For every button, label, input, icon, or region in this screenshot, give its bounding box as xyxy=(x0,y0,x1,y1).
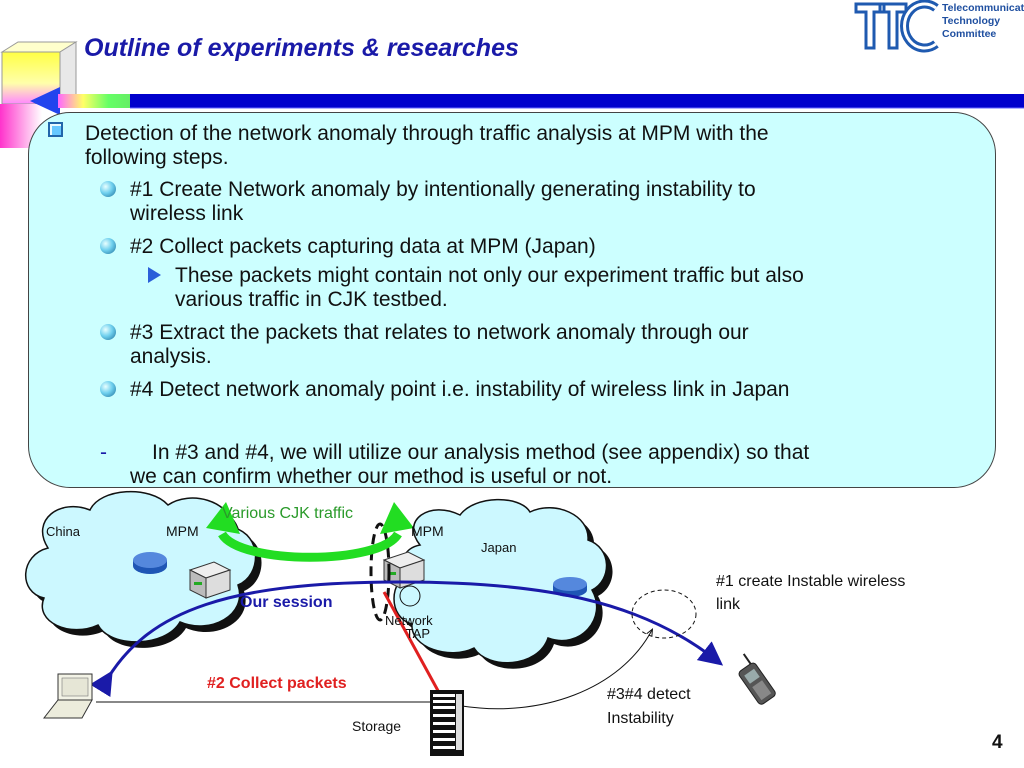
various-traffic-label: Various CJK traffic xyxy=(222,505,354,522)
triangle-bullet-icon xyxy=(148,267,161,283)
step-1-line: #1 Create Network anomaly by intentional… xyxy=(130,178,756,201)
ttc-logo xyxy=(852,0,940,53)
content-box xyxy=(28,112,996,488)
step-1: #1 Create Network anomaly by intentional… xyxy=(130,178,756,226)
storage-label: Storage xyxy=(352,718,402,734)
sub-point-line: These packets might contain not only our… xyxy=(175,264,804,287)
instable-link-label: #1 create Instable wireless link xyxy=(716,570,905,616)
logo-line: Telecommunication xyxy=(942,2,1024,14)
main-point-line: following steps. xyxy=(85,146,229,169)
ball-bullet-icon xyxy=(100,238,116,254)
logo-text: Telecommunication Technology Committee xyxy=(942,2,1024,41)
step-2: #2 Collect packets capturing data at MPM… xyxy=(130,235,596,259)
laptop-icon xyxy=(42,673,93,719)
instable-link-line: #1 create Instable wireless xyxy=(716,573,906,590)
china-label: China xyxy=(46,524,80,539)
step-4-line: #4 Detect network anomaly point i.e. ins… xyxy=(130,378,790,401)
network-tap-circle xyxy=(399,585,421,607)
step-3: #3 Extract the packets that relates to n… xyxy=(130,321,749,369)
ball-bullet-icon xyxy=(100,381,116,397)
note-dash: - xyxy=(100,441,107,464)
detect-label: #3#4 detect Instability xyxy=(607,683,691,731)
logo-line: Technology xyxy=(942,15,1001,27)
collect-packets-label: #2 Collect packets xyxy=(207,675,347,692)
mobile-phone-icon xyxy=(738,653,776,705)
china-router-icon xyxy=(133,552,167,574)
step-4: #4 Detect network anomaly point i.e. ins… xyxy=(130,378,790,402)
our-session-line xyxy=(89,580,724,698)
collect-packets-line xyxy=(382,591,444,699)
instable-link-line: link xyxy=(716,596,741,613)
logo-line: Committee xyxy=(942,28,997,40)
network-tap-marker xyxy=(369,522,391,622)
network-diagram xyxy=(25,490,776,756)
mpm-china-label: MPM xyxy=(166,523,199,539)
detect-line: #3#4 detect xyxy=(607,686,691,703)
japan-label: Japan xyxy=(481,540,517,555)
step-1-line: wireless link xyxy=(130,202,244,225)
our-session-label: Our session xyxy=(240,594,333,611)
header-bar xyxy=(130,94,1024,108)
mpm-japan-label: MPM xyxy=(411,523,444,539)
network-tap-line: TAP xyxy=(405,626,430,641)
main-point: Detection of the network anomaly through… xyxy=(85,122,769,170)
step-2-line: #2 Collect packets capturing data at MPM… xyxy=(130,235,596,258)
network-tap-label: Network TAP xyxy=(385,614,433,640)
note-line: In #3 and #4, we will utilize our analys… xyxy=(152,441,810,464)
header-arrow xyxy=(30,87,60,115)
note-line: we can confirm whether our method is use… xyxy=(130,465,613,488)
step-3-line: analysis. xyxy=(130,345,212,368)
instable-link-marker xyxy=(631,589,697,639)
page-number: 4 xyxy=(992,732,1003,753)
sub-point-line: various traffic in CJK testbed. xyxy=(175,288,448,311)
square-bullet-icon xyxy=(48,122,63,137)
detect-line: Instability xyxy=(607,710,674,727)
sub-point: These packets might contain not only our… xyxy=(175,264,804,312)
mpm-china-server-icon xyxy=(188,561,232,599)
green-traffic-arrow xyxy=(206,502,414,562)
step-3-line: #3 Extract the packets that relates to n… xyxy=(130,321,749,344)
detect-curve xyxy=(461,630,652,710)
ball-bullet-icon xyxy=(100,324,116,340)
main-point-line: Detection of the network anomaly through… xyxy=(85,122,769,145)
ball-bullet-icon xyxy=(100,181,116,197)
network-tap-line: Network xyxy=(385,613,433,628)
slide-title: Outline of experiments & researches xyxy=(84,34,519,62)
note: In #3 and #4, we will utilize our analys… xyxy=(130,441,809,489)
storage-icon xyxy=(430,690,464,756)
